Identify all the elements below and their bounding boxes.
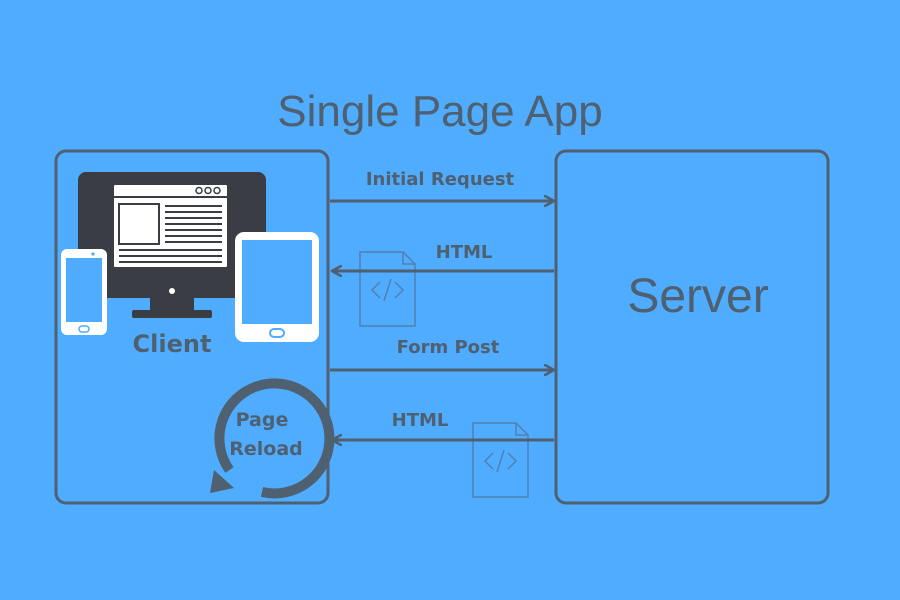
arrow-label-initial-request: Initial Request bbox=[366, 169, 515, 190]
client-label: Client bbox=[133, 330, 212, 358]
code-file-icon bbox=[472, 422, 529, 498]
arrow-label-form-post: Form Post bbox=[397, 337, 500, 358]
code-file-icon bbox=[359, 251, 416, 327]
client-box bbox=[54, 149, 330, 505]
reload-icon bbox=[210, 378, 335, 499]
arrow-label-html-1: HTML bbox=[436, 242, 493, 263]
server-box bbox=[554, 149, 830, 505]
phone-icon bbox=[61, 249, 107, 335]
desktop-monitor-icon bbox=[78, 172, 266, 318]
tablet-icon bbox=[235, 232, 319, 342]
reload-label-line2: Reload bbox=[229, 438, 303, 460]
reload-label-line1: Page bbox=[236, 409, 289, 431]
diagram-title: Single Page App bbox=[277, 87, 602, 136]
server-label: Server bbox=[627, 270, 768, 323]
arrow-label-html-2: HTML bbox=[392, 410, 449, 431]
